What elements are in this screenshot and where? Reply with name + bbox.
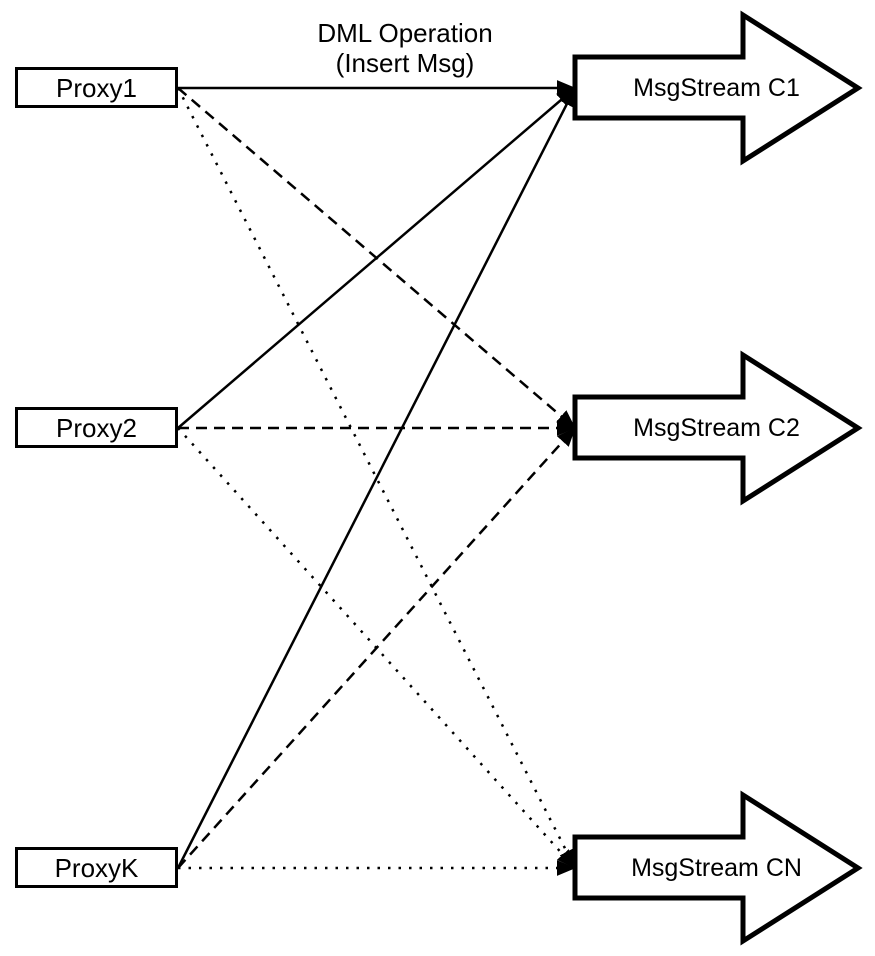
connection-proxyK-c2 [177,427,576,869]
diagram-title: DML Operation (Insert Msg) [245,18,565,78]
msgstream-arrows [572,10,863,946]
msgstream-c2-arrow [572,350,863,506]
connection-proxyK-c1 [176,87,577,869]
proxyK-box: ProxyK [15,847,178,888]
proxy2-box: Proxy2 [15,407,178,448]
connection-lines [176,80,577,876]
title-line2: (Insert Msg) [335,48,475,78]
msgstream-cn-arrow [572,790,863,946]
connection-proxy2-c1 [177,87,576,429]
msgstream-cn-label: MsgStream CN [631,854,802,882]
msgstream-c1-arrow [572,10,863,166]
proxy1-label: Proxy1 [56,72,137,103]
proxy1-box: Proxy1 [15,67,178,108]
title-line1: DML Operation [317,18,493,48]
msgstream-c2-label: MsgStream C2 [633,414,800,442]
proxy2-label: Proxy2 [56,412,137,443]
proxyK-label: ProxyK [54,852,139,883]
msgstream-c1-label: MsgStream C1 [633,74,800,102]
